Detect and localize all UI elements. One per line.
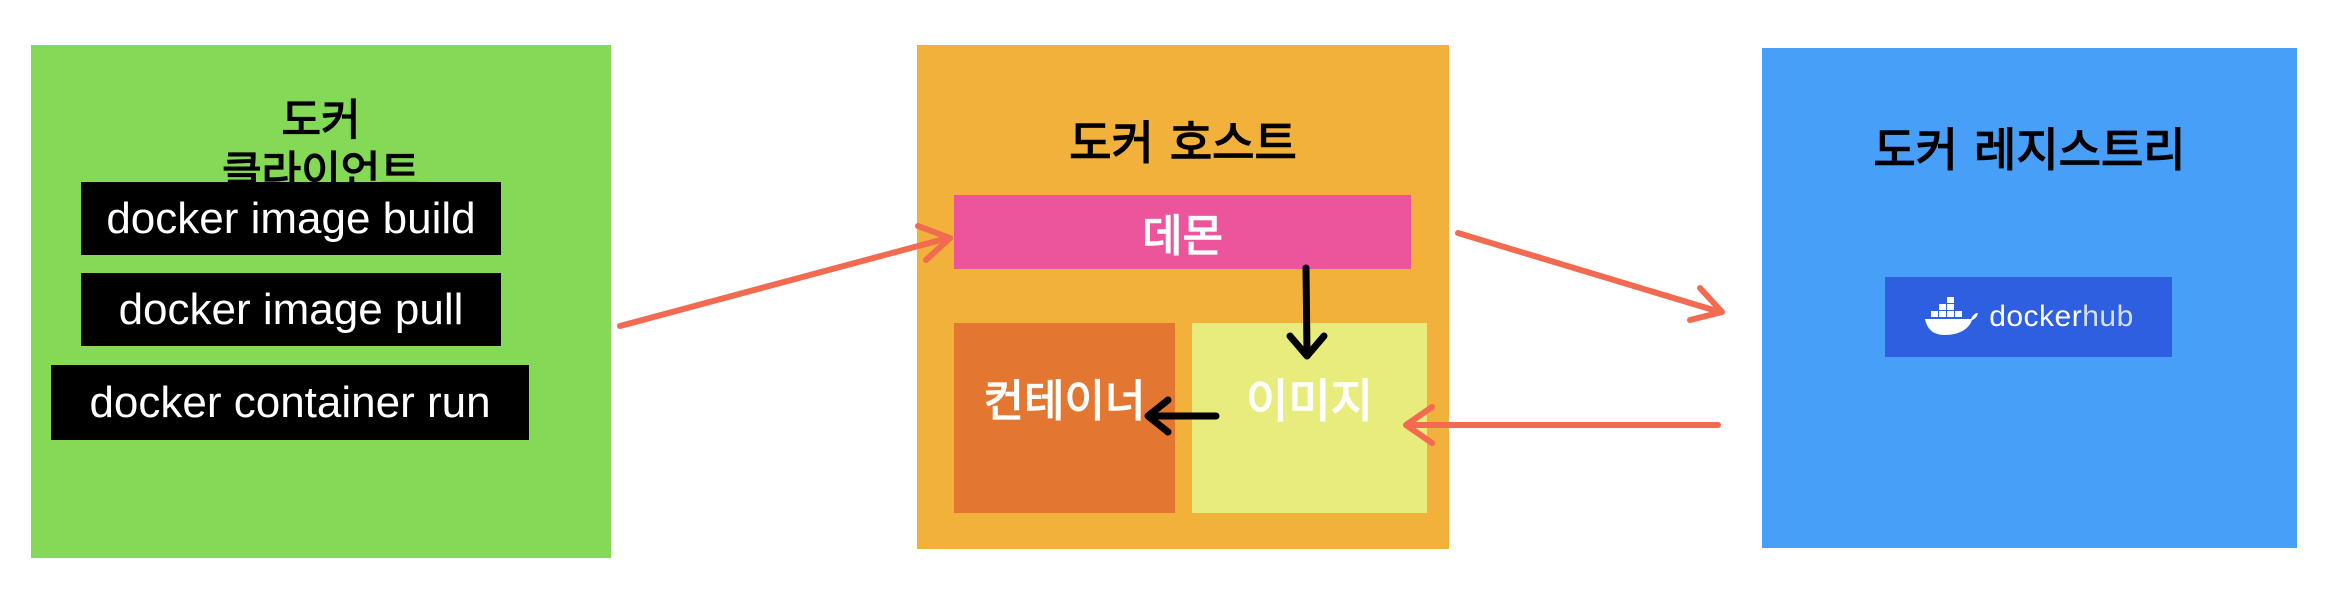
docker-registry-box: 도커 레지스트리 dockerhub bbox=[1762, 48, 2297, 548]
image-box: 이미지 bbox=[1192, 323, 1427, 513]
docker-host-title: 도커 호스트 bbox=[1069, 116, 1297, 170]
arrow-daemon-to-registry bbox=[1455, 230, 1723, 315]
command-docker-image-build: docker image build bbox=[81, 182, 501, 255]
daemon-label: 데몬 bbox=[1142, 211, 1223, 262]
command-docker-container-run: docker container run bbox=[51, 365, 529, 440]
docker-registry-title: 도커 레지스트리 bbox=[1873, 123, 2186, 177]
docker-whale-icon bbox=[1925, 297, 1979, 335]
daemon-box: 데몬 bbox=[954, 195, 1411, 269]
command-docker-image-pull: docker image pull bbox=[81, 273, 501, 346]
docker-host-box: 도커 호스트 데몬 컨테이너 이미지 bbox=[917, 45, 1449, 549]
image-label: 이미지 bbox=[1246, 374, 1373, 428]
dockerhub-wordmark: dockerhub bbox=[1989, 300, 2134, 333]
arrow-client-to-daemon bbox=[617, 235, 951, 329]
dockerhub-logo: dockerhub bbox=[1885, 277, 2172, 357]
arrow-daemon-to-registry-head bbox=[1687, 285, 1725, 323]
container-label: 컨테이너 bbox=[983, 376, 1146, 427]
container-box: 컨테이너 bbox=[954, 323, 1175, 513]
